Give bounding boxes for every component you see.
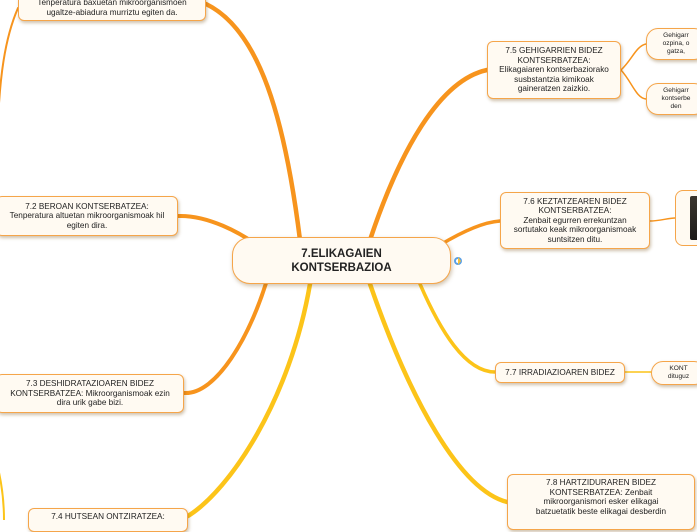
connector-dehydration (182, 268, 272, 396)
connector-leaf-b (620, 69, 647, 100)
connector-vacuum (185, 281, 313, 519)
connector-fermentation (367, 281, 510, 505)
topic-irradiation[interactable]: 7.7 IRRADIAZIOAREN BIDEZ (495, 362, 625, 383)
topic-heat-conservation[interactable]: 7.2 BEROAN KONTSERBATZEA: Tenperatura al… (0, 196, 178, 236)
mindmap-connectors (0, 1, 676, 520)
smoke-photo (690, 196, 697, 240)
connector-left-top (0, 7, 19, 104)
topic-refrigeration[interactable]: Tenperatura baxuetan mikroorganismoen ug… (18, 0, 206, 21)
connector-additives (367, 67, 490, 243)
connector-image (649, 217, 676, 222)
connector-refrigeration (203, 1, 303, 243)
leaf-additives-preservatives[interactable]: Gehigarr kontserbe den (646, 83, 697, 115)
topic-fermentation[interactable]: 7.8 HARTZIDURAREN BIDEZ KONTSERBATZEA: Z… (507, 474, 695, 530)
leaf-irradiation-detail[interactable]: KONT dituguz (651, 361, 697, 385)
connector-smoking (438, 219, 502, 247)
topic-smoking[interactable]: 7.6 KEZTATZEAREN BIDEZ KONTSERBATZEA: Ze… (500, 192, 650, 249)
topic-additives[interactable]: 7.5 GEHIGARRIEN BIDEZ KONTSERBATZEA: Eli… (487, 41, 621, 99)
connector-irradiation (418, 282, 497, 374)
connector-leaf-a (620, 43, 647, 71)
topic-vacuum-packing[interactable]: 7.4 HUTSEAN ONTZIRATZEA: (28, 508, 188, 532)
image-thumbnail[interactable] (675, 190, 697, 246)
attachment-icon[interactable] (453, 256, 463, 266)
leaf-additives-examples[interactable]: Gehigarr ozpina, o gatza, (646, 28, 697, 60)
topic-dehydration[interactable]: 7.3 DESHIDRATAZIOAREN BIDEZ KONTSERBATZE… (0, 374, 184, 413)
central-topic[interactable]: 7.ELIKAGAIEN KONTSERBAZIOA (232, 237, 451, 284)
connector-left-bottom (0, 472, 5, 520)
